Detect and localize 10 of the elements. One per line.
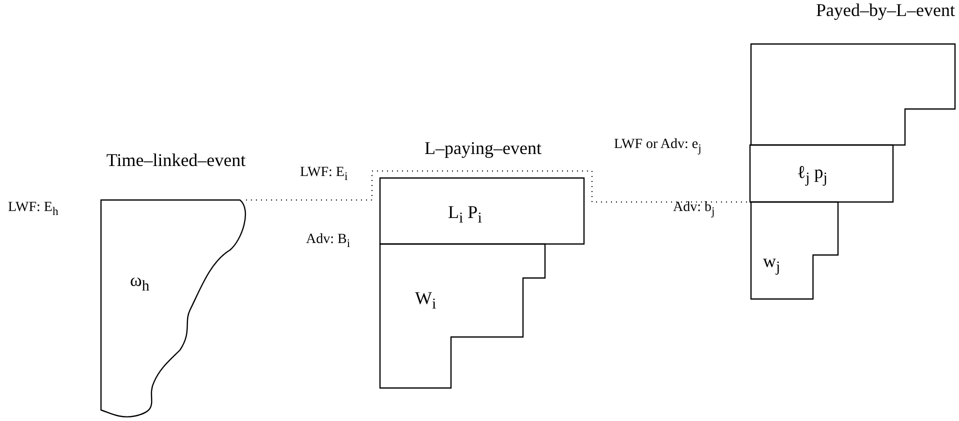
- shape-label: L$_{i}$ P$_{i}$: [448, 202, 482, 228]
- event-title: L–paying–event: [424, 138, 542, 159]
- level-label: Adv: b$_{j}$: [673, 200, 715, 218]
- event-title: Time–linked–event: [106, 150, 246, 171]
- level-label: LWF: E$_{h}$: [8, 200, 58, 218]
- level-label: LWF: E$_{i}$: [300, 165, 348, 183]
- shape-label: ω$_{h}$: [130, 270, 150, 296]
- event-title: Payed–by–L–event: [816, 0, 955, 21]
- level-label: LWF or Adv: e$_{j}$: [614, 137, 702, 155]
- level-label: Adv: B$_{i}$: [306, 232, 350, 250]
